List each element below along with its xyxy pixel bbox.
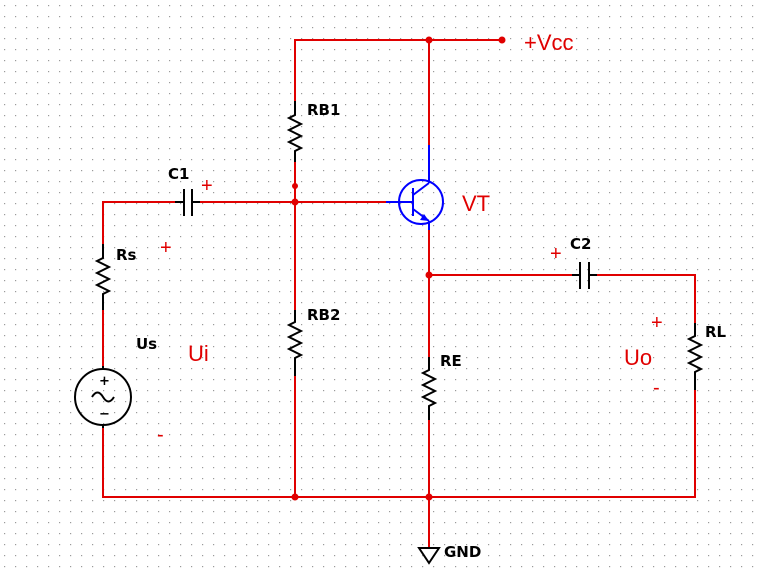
uo-label: Uo xyxy=(624,345,652,370)
npn-transistor-vt xyxy=(386,145,444,230)
resistor-rs xyxy=(94,244,112,310)
re-label: RE xyxy=(440,352,462,370)
source-minus-sign: − xyxy=(99,407,110,422)
c2-plus-sign: + xyxy=(550,243,562,265)
vcc-rail-wire xyxy=(294,39,502,101)
junction-vcc-collector xyxy=(425,36,433,44)
source-plus-sign: + xyxy=(99,374,110,389)
junction-gnd-re xyxy=(425,493,433,501)
c2-to-rl-wire xyxy=(589,274,696,323)
junction-base xyxy=(291,198,299,206)
junction-vcc-end xyxy=(498,36,506,44)
rl-label: RL xyxy=(705,323,727,341)
ground-symbol xyxy=(417,547,441,565)
gnd-label: GND xyxy=(444,543,481,561)
capacitor-c1 xyxy=(175,189,200,216)
c1-label: C1 xyxy=(168,165,189,183)
wires xyxy=(102,39,696,548)
emitter-arrow-icon xyxy=(420,214,429,221)
junction-rb1-bottom xyxy=(292,183,298,189)
vcc-label: +Vcc xyxy=(524,30,574,55)
resistor-rb1 xyxy=(286,101,304,162)
c1-plus-sign: + xyxy=(201,175,213,197)
junction-emitter xyxy=(425,271,433,279)
resistor-re xyxy=(420,357,438,420)
resistor-rb2 xyxy=(286,310,304,376)
ac-source-us xyxy=(74,366,132,428)
vt-label: VT xyxy=(462,191,490,216)
rs-label: Rs xyxy=(116,246,137,264)
uo-plus-sign: + xyxy=(651,312,663,334)
input-top-wire xyxy=(102,201,184,244)
junction-gnd-rb2 xyxy=(291,493,299,501)
resistor-rl xyxy=(686,323,704,390)
rb1-label: RB1 xyxy=(307,101,340,119)
input-bottom-wire xyxy=(102,390,696,498)
ui-plus-sign: + xyxy=(160,237,172,259)
junction-dots xyxy=(291,36,506,501)
rb2-label: RB2 xyxy=(307,306,340,324)
ui-label: Ui xyxy=(188,341,209,366)
us-label: Us xyxy=(136,335,157,353)
uo-minus-sign: - xyxy=(653,377,660,399)
ui-minus-sign: - xyxy=(157,424,164,446)
capacitor-c2 xyxy=(572,262,597,289)
c2-label: C2 xyxy=(570,235,591,253)
